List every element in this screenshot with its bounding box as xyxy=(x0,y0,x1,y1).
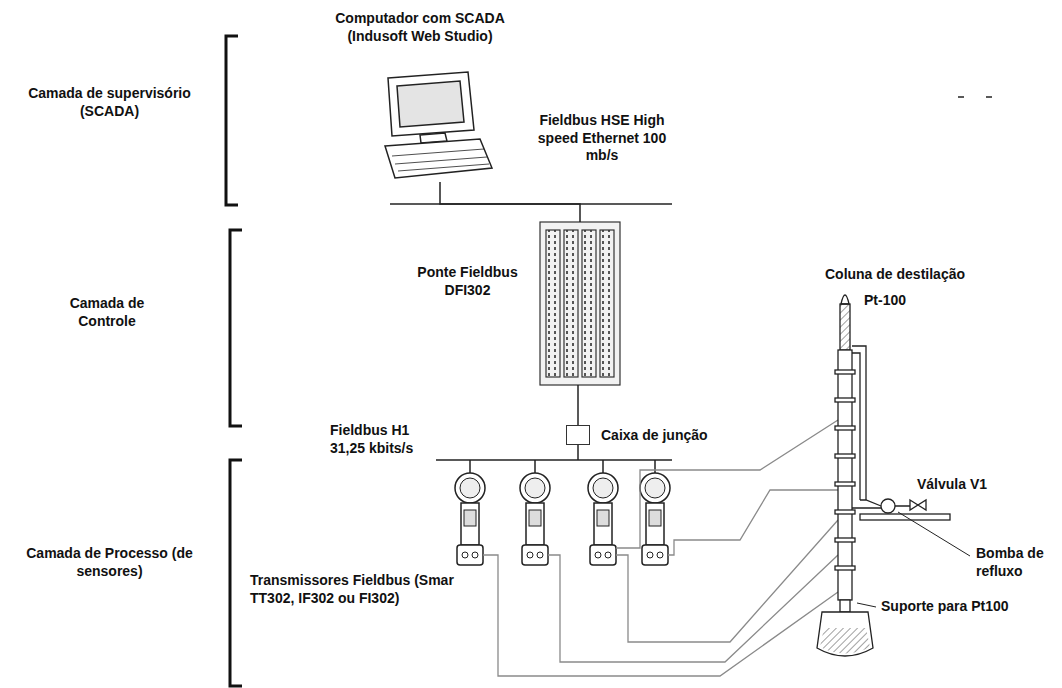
layer-label: Camada de Controle xyxy=(40,295,174,330)
dfi302-rack xyxy=(600,230,614,377)
fieldbus-transmitters xyxy=(455,460,670,565)
leader-lines xyxy=(857,603,876,607)
distillation-column xyxy=(841,295,849,304)
bus-connector xyxy=(440,182,580,222)
distillation-column xyxy=(835,398,855,402)
h1-bus xyxy=(436,459,672,461)
dfi302-rack xyxy=(564,230,578,377)
sensor-wires xyxy=(616,520,838,642)
distillation-column xyxy=(835,370,855,374)
distillation-column xyxy=(835,538,855,542)
distillation-column xyxy=(820,628,870,654)
dfi302-rack xyxy=(540,222,620,385)
node-text: Coluna de destilação xyxy=(795,266,995,284)
distillation-column xyxy=(835,566,855,570)
bus-connector xyxy=(680,490,795,540)
distillation-column xyxy=(860,514,950,520)
distillation-column xyxy=(852,346,866,500)
layer-brackets xyxy=(226,36,238,205)
fieldbus-transmitters xyxy=(455,460,485,565)
fieldbus-transmitters xyxy=(640,460,670,565)
dfi302-rack xyxy=(546,230,560,377)
bus-label: Fieldbus H1 31,25 kbits/s xyxy=(328,422,436,457)
layer-brackets xyxy=(226,36,242,686)
computer-icon xyxy=(392,149,489,171)
valve-label: Válvula V1 xyxy=(915,476,989,494)
leader-lines xyxy=(898,512,970,556)
leader-lines xyxy=(857,512,970,607)
distillation-column xyxy=(838,350,852,600)
node-text: Ponte Fieldbus DFI302 xyxy=(405,264,530,299)
bus-label: Fieldbus HSE High speed Ethernet 100 mb/… xyxy=(525,112,679,165)
sensor-wires xyxy=(483,420,838,676)
dfi302-rack xyxy=(540,222,620,385)
computer-icon xyxy=(385,72,492,178)
node-text: Computador com SCADA (Indusoft Web Studi… xyxy=(325,10,515,45)
sensor-wires xyxy=(548,555,838,662)
support-label: Suporte para Pt100 xyxy=(879,598,1011,616)
distillation-column xyxy=(910,500,926,510)
computer-icon xyxy=(397,81,464,127)
junction-box: Caixa de junção xyxy=(566,425,590,445)
dfi302-rack xyxy=(582,230,596,377)
distillation-column xyxy=(840,600,850,612)
layer-label: Camada de supervisório (SCADA) xyxy=(5,85,214,120)
bus-connector xyxy=(577,385,579,425)
hse-bus xyxy=(958,96,964,98)
layer-brackets xyxy=(230,460,242,686)
computer-icon xyxy=(388,72,474,136)
transmitter-group: Transmissores Fieldbus (Smar TT302, IF30… xyxy=(245,460,680,620)
distillation-column xyxy=(835,454,855,458)
hse-bus xyxy=(390,97,992,204)
hse-bus xyxy=(986,96,992,98)
distillation-column xyxy=(835,426,855,430)
computer-icon xyxy=(385,139,492,178)
fieldbus-transmitters xyxy=(520,460,550,565)
sensor-wires xyxy=(668,540,680,555)
distillation-column xyxy=(840,304,850,350)
sensor-wires xyxy=(795,489,838,490)
pump-label: Bomba de refluxo xyxy=(974,545,1056,580)
fieldbus-transmitters xyxy=(588,460,618,565)
h1-bus xyxy=(436,459,672,461)
node-text: Caixa de junção xyxy=(601,427,708,445)
distillation-column xyxy=(835,482,855,486)
distillation-column xyxy=(881,499,895,513)
fieldbus-bridge: Ponte Fieldbus DFI302 xyxy=(540,222,620,385)
layer-label: Camada de Processo (de sensores) xyxy=(5,545,214,580)
sensor-label: Pt-100 xyxy=(862,292,908,310)
distillation-column xyxy=(835,510,855,514)
sensor-wires xyxy=(483,555,838,676)
computer-node: Computador com SCADA (Indusoft Web Studi… xyxy=(325,10,519,182)
node-text: Transmissores Fieldbus (Smar TT302, IF30… xyxy=(250,572,490,607)
distillation-column xyxy=(817,612,873,656)
layer-brackets xyxy=(230,230,242,426)
bus-connector xyxy=(577,445,579,460)
distillation-column xyxy=(852,500,910,508)
